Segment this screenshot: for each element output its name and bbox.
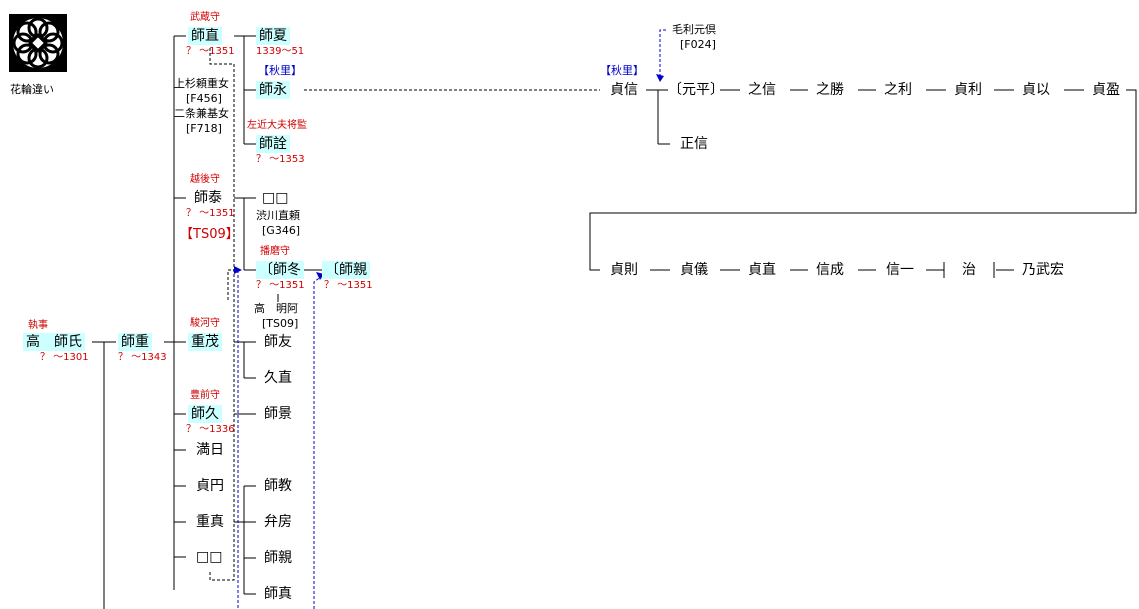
person-morohisa-title: 豊前守 bbox=[190, 390, 220, 401]
person-hisanao: 久直 bbox=[264, 370, 292, 386]
person-morochika-2: 師親 bbox=[264, 550, 292, 566]
akisato-label-2: 【秋里】 bbox=[600, 64, 644, 77]
person-masanobu: 正信 bbox=[680, 136, 708, 152]
person-benbo: 弁房 bbox=[264, 514, 292, 530]
person-sadamochi: 貞以 bbox=[1022, 82, 1050, 98]
person-sadayoshi: 貞儀 bbox=[680, 262, 708, 278]
person-morooki: 師詮 bbox=[256, 135, 290, 153]
person-unknown-1: □□ bbox=[262, 190, 289, 206]
crest-label: 花輪違い bbox=[10, 83, 54, 96]
person-ko-meia: 高 明阿 bbox=[254, 302, 298, 315]
person-shigemoro: 師重 bbox=[118, 333, 152, 351]
person-mori-ref: [F024] bbox=[680, 38, 716, 51]
person-moronao: 師直 bbox=[188, 27, 222, 45]
person-moronao-title: 武蔵守 bbox=[190, 12, 220, 23]
person-yukinobu: 之信 bbox=[748, 82, 776, 98]
person-morofuyu: 〔師冬 bbox=[256, 261, 304, 279]
person-moroyasu-tag: 【TS09】 bbox=[180, 227, 239, 242]
person-moroyasu: 師泰 bbox=[194, 190, 222, 206]
person-genpei: 〔元平〕 bbox=[668, 82, 724, 98]
person-sadanobu: 貞信 bbox=[610, 82, 638, 98]
person-moroyasu-title: 越後守 bbox=[190, 174, 220, 185]
person-morohisa: 師久 bbox=[188, 405, 222, 423]
person-moronatsu: 師夏 bbox=[256, 27, 290, 45]
person-morooki-years: ？ ～1353 bbox=[256, 154, 305, 165]
person-ko-meia-ref: [TS09] bbox=[262, 317, 299, 330]
person-moronatsu-years: 1339～51 bbox=[256, 46, 305, 57]
person-morooki-title: 左近大夫将監 bbox=[247, 120, 307, 131]
person-yukitoshi: 之利 bbox=[884, 82, 912, 98]
spouse-uesugi-ref: [F456] bbox=[186, 92, 222, 105]
person-sadatoshi: 貞利 bbox=[954, 82, 982, 98]
person-nobutake: 乃武宏 bbox=[1022, 262, 1064, 278]
person-shigezane: 重真 bbox=[196, 514, 224, 530]
hanawachigai-icon bbox=[12, 17, 64, 69]
spouse-shibukawa-ref: [G346] bbox=[262, 224, 301, 237]
person-moronao-years: ？ ～1351 bbox=[186, 46, 235, 57]
harima-title: 播磨守 bbox=[260, 246, 290, 257]
spouse-uesugi: 上杉頼重女 bbox=[174, 77, 229, 90]
root-title: 執事 bbox=[28, 320, 48, 331]
person-morochika: 〔師親 bbox=[322, 261, 370, 279]
person-morinori: 師教 bbox=[264, 478, 292, 494]
spouse-shibukawa: 渋川直頼 bbox=[256, 209, 300, 222]
person-shigemoro-years: ？ ～1343 bbox=[118, 352, 167, 363]
akisato-label-1: 【秋里】 bbox=[258, 64, 302, 77]
person-nobuichi: 信一 bbox=[886, 262, 914, 278]
spouse-nijo: 二条兼基女 bbox=[174, 107, 229, 120]
person-mannichi: 満日 bbox=[196, 442, 224, 458]
person-sadanao: 貞直 bbox=[748, 262, 776, 278]
person-morochika-years: ？ ～1351 bbox=[324, 280, 373, 291]
person-nobushige: 信成 bbox=[816, 262, 844, 278]
person-sadanori: 貞則 bbox=[610, 262, 638, 278]
person-morotomo: 師友 bbox=[264, 334, 292, 350]
person-teien: 貞円 bbox=[196, 478, 224, 494]
person-moroshi-years: ？ ～1301 bbox=[40, 352, 89, 363]
spouse-nijo-ref: [F718] bbox=[186, 122, 222, 135]
person-mori: 毛利元倶 bbox=[672, 23, 716, 36]
person-morokage: 師景 bbox=[264, 406, 292, 422]
person-morofuyu-years: ？ ～1351 bbox=[256, 280, 305, 291]
person-unknown-2: □□ bbox=[196, 549, 223, 565]
person-sadamitsu: 貞盈 bbox=[1092, 82, 1120, 98]
person-osamu: 治 bbox=[962, 262, 976, 278]
person-moroyasu-years: ？ ～1351 bbox=[186, 208, 235, 219]
person-morohisa-years: ？ ～1336 bbox=[186, 424, 235, 435]
person-morozane: 師真 bbox=[264, 586, 292, 602]
crest-logo bbox=[9, 14, 67, 72]
person-yukikatsu: 之勝 bbox=[816, 82, 844, 98]
person-moroshi: 高 師氏 bbox=[23, 333, 85, 351]
person-shigemochi: 重茂 bbox=[188, 333, 222, 351]
person-moronaga: 師永 bbox=[256, 81, 290, 99]
person-shigemochi-title: 駿河守 bbox=[190, 318, 220, 329]
